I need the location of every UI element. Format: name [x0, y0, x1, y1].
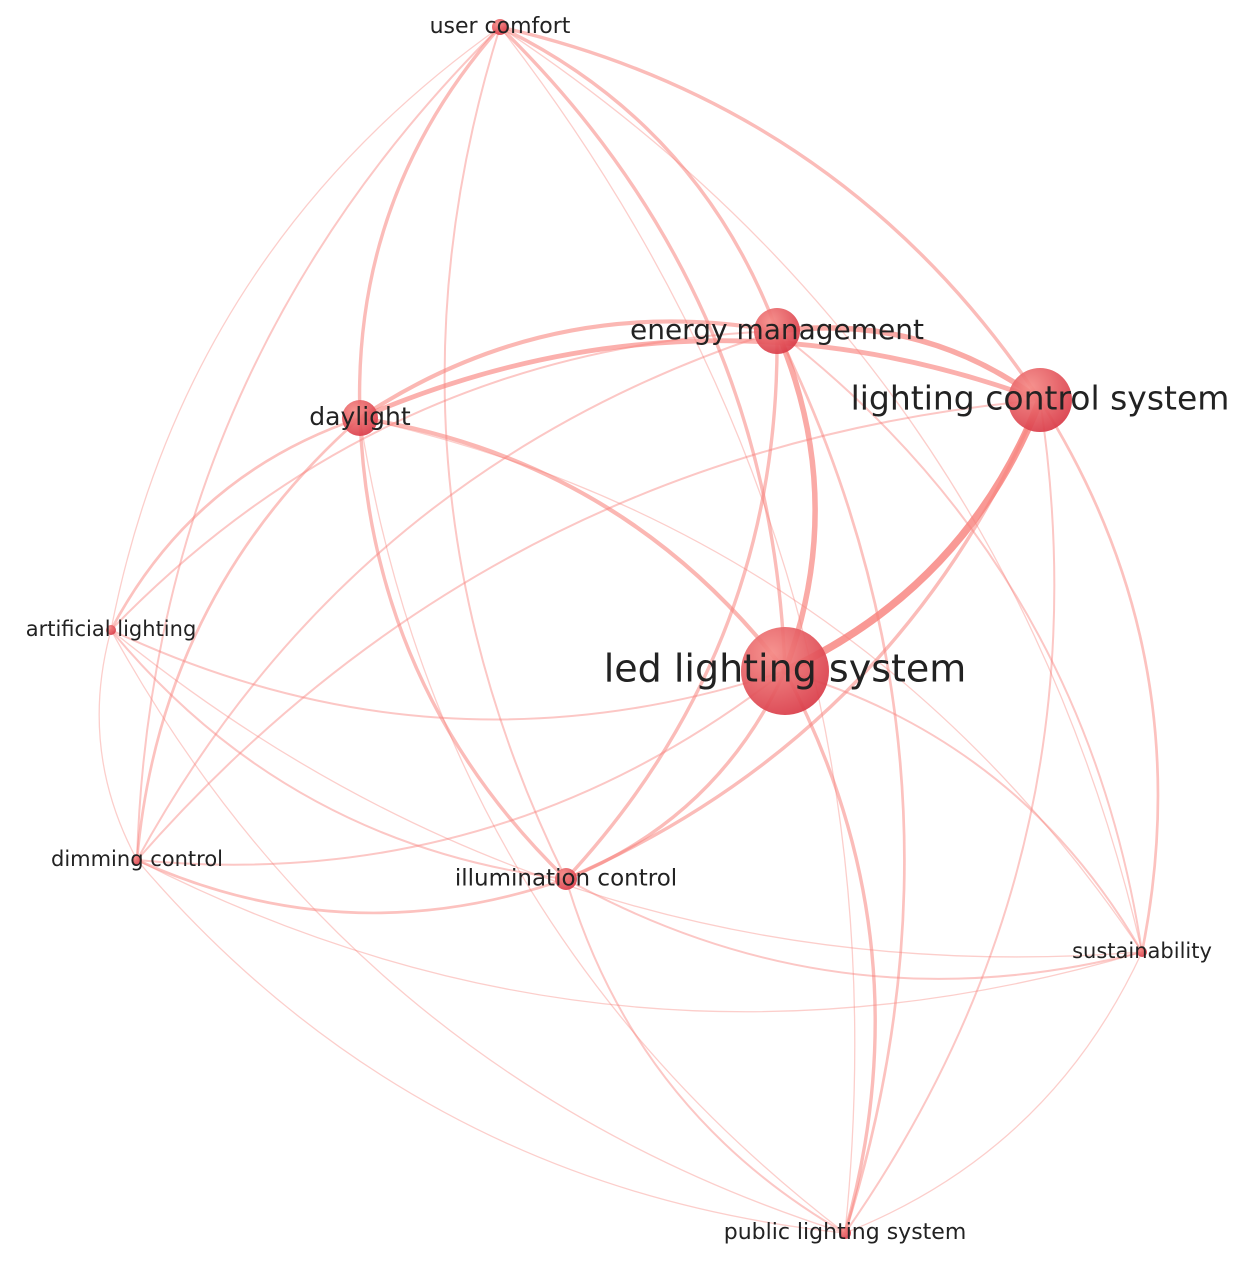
edge-sustain-public: [844, 951, 1143, 1234]
edge-artificial-illum: [110, 629, 567, 880]
node-label-dimming: dimming control: [51, 847, 223, 871]
edge-artificial-daylight: [109, 416, 362, 632]
edge-artificial-public: [110, 629, 846, 1234]
edge-daylight-sustain: [359, 417, 1143, 953]
edge-dimming-lcs: [136, 399, 1041, 861]
edge-led-lcs: [781, 396, 1044, 675]
edge-energy-lcs: [774, 325, 1043, 403]
edge-dimming-daylight: [135, 416, 362, 862]
edge-daylight-led: [357, 415, 788, 674]
edge-artificial-sustain: [110, 629, 1143, 958]
node-label-daylight: daylight: [309, 402, 411, 431]
edge-illum-led: [564, 669, 787, 881]
edge-user-artificial: [110, 26, 501, 631]
node-label-led: led lighting system: [604, 647, 967, 691]
edges-layer: [98, 25, 1160, 1235]
edge-artificial-dimming: [98, 629, 138, 861]
edge-illum-lcs: [564, 398, 1042, 881]
edge-illum-daylight: [358, 416, 568, 881]
edge-user-illum: [443, 26, 567, 880]
edge-user-sustain: [499, 26, 1143, 953]
node-label-user: user comfort: [430, 14, 571, 39]
node-label-public: public lighting system: [724, 1220, 967, 1245]
edge-user-daylight: [357, 25, 502, 420]
edge-led-sustain: [784, 670, 1143, 953]
edge-user-energy: [498, 25, 779, 333]
edge-dimming-illum: [135, 858, 568, 915]
node-label-illum: illumination control: [455, 866, 677, 892]
edge-illum-public: [565, 878, 846, 1234]
edge-led-energy: [774, 328, 818, 674]
edge-daylight-energy: [357, 319, 780, 421]
edge-user-lcs: [498, 25, 1042, 402]
edge-lcs-public: [844, 399, 1056, 1234]
edge-artificial-energy: [110, 330, 778, 631]
node-user[interactable]: [492, 19, 508, 35]
edge-energy-public: [775, 329, 906, 1235]
edge-user-public: [499, 26, 856, 1234]
node-lcs[interactable]: [1008, 368, 1072, 432]
edge-lcs-sustain: [1038, 398, 1160, 954]
node-artificial[interactable]: [106, 625, 116, 635]
node-public[interactable]: [839, 1227, 851, 1239]
edge-illum-sustain: [565, 878, 1143, 980]
node-label-energy: energy management: [630, 313, 924, 346]
edge-illum-energy: [564, 329, 779, 881]
node-daylight[interactable]: [342, 400, 378, 436]
labels-layer: led lighting system lighting control syst…: [26, 14, 1230, 1245]
edge-artificial-led: [110, 629, 786, 721]
node-dimming[interactable]: [132, 855, 142, 865]
edge-daylight-lcs: [357, 338, 1043, 421]
edge-user-led: [498, 25, 787, 673]
node-label-sustain: sustainability: [1072, 939, 1212, 963]
nodes-layer: [106, 19, 1147, 1239]
node-led[interactable]: [741, 627, 829, 715]
node-energy[interactable]: [754, 308, 800, 354]
edge-dimming-led: [136, 670, 786, 866]
node-sustain[interactable]: [1137, 947, 1147, 957]
edge-dimming-energy: [136, 330, 778, 861]
edge-daylight-public: [359, 417, 846, 1234]
edge-dimming-public: [136, 859, 846, 1234]
node-illum[interactable]: [555, 868, 577, 890]
node-label-artificial: artificial lighting: [26, 617, 197, 641]
edge-user-dimming: [136, 26, 501, 861]
edge-led-public: [783, 669, 877, 1235]
node-label-lcs: lighting control system: [851, 379, 1230, 418]
edge-dimming-sustain: [136, 859, 1143, 1013]
edge-energy-sustain: [776, 330, 1143, 953]
